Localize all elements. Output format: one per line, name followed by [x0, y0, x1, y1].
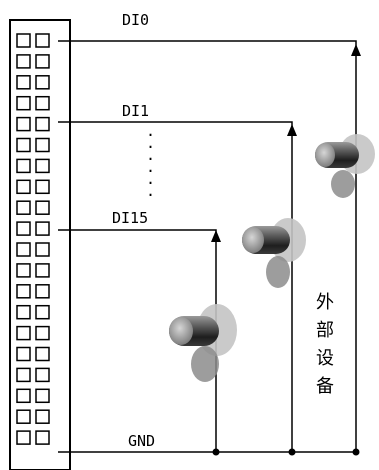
connector-pin — [35, 54, 50, 69]
arrowhead-di1 — [287, 124, 297, 136]
external-device-char: 外 — [316, 292, 334, 313]
connector-pin — [35, 200, 50, 215]
junction-dot — [288, 448, 296, 456]
connector-pin — [35, 158, 50, 174]
connector-pin — [35, 388, 50, 404]
connector-pin — [35, 284, 50, 299]
connector-pin — [35, 116, 50, 132]
arrowhead-di15 — [211, 230, 221, 242]
toggle-switch-icon — [242, 218, 306, 288]
connector-pin — [35, 367, 50, 383]
connector-pin — [16, 95, 31, 111]
connector-pin — [35, 304, 50, 320]
connector-pin — [16, 367, 31, 383]
ellipsis-dot: · — [146, 174, 155, 192]
connector-pin — [35, 33, 50, 48]
connector-pin — [16, 325, 31, 341]
connector-pin — [35, 75, 50, 90]
connector-pin — [16, 137, 31, 153]
ellipsis-dot: · — [146, 126, 155, 144]
arrowhead-di0 — [351, 44, 361, 56]
ellipsis-dots: · · · · · · — [146, 126, 155, 204]
connector-pin — [16, 388, 31, 404]
label-di1: DI1 — [122, 102, 149, 120]
toggle-switch-icon — [315, 134, 375, 198]
connector-pin — [16, 284, 31, 299]
connector-pin — [16, 304, 31, 320]
connector-pin — [35, 409, 50, 424]
gnd-junctions — [212, 448, 360, 456]
connector-pin — [35, 263, 50, 278]
external-device-char: 备 — [316, 376, 334, 397]
wire-di1 — [58, 121, 293, 132]
connector-pin — [16, 116, 31, 132]
external-device-char: 设 — [316, 348, 334, 369]
wires — [58, 40, 357, 453]
connector-pin — [16, 263, 31, 278]
connector-pin — [16, 242, 31, 257]
connector-pin — [35, 346, 50, 362]
ellipsis-dot: · — [146, 186, 155, 204]
ellipsis-dot: · — [146, 150, 155, 168]
connector-pins — [16, 33, 50, 445]
connector-pin — [35, 137, 50, 153]
toggle-switch-icon — [169, 304, 237, 382]
junction-dot — [352, 448, 360, 456]
ellipsis-dot: · — [146, 138, 155, 156]
connector-pin — [35, 325, 50, 341]
connector-frame — [9, 19, 71, 470]
connector-pin — [16, 158, 31, 174]
connector-pin — [35, 430, 50, 445]
label-di15: DI15 — [112, 209, 148, 227]
connector-pin — [35, 95, 50, 111]
external-device-char: 部 — [316, 320, 334, 341]
connector-pin — [16, 430, 31, 445]
arrowheads — [211, 44, 361, 242]
connector-pin — [16, 221, 31, 236]
connector-pin — [35, 179, 50, 195]
label-di0: DI0 — [122, 11, 149, 29]
connector-pin — [16, 346, 31, 362]
junction-dot — [212, 448, 220, 456]
connector-pin — [16, 75, 31, 90]
label-gnd: GND — [128, 432, 155, 450]
connector-pin — [16, 200, 31, 215]
wire-di15 — [58, 229, 217, 238]
connector-pin — [16, 54, 31, 69]
external-device-label: 外 部 设 备 — [316, 292, 334, 397]
connector-pin — [16, 409, 31, 424]
wire-di0 — [58, 40, 357, 52]
connector-pin — [35, 221, 50, 236]
connector-pin — [16, 33, 31, 48]
connector-pin — [35, 242, 50, 257]
connector-pin — [16, 179, 31, 195]
ellipsis-dot: · — [146, 162, 155, 180]
